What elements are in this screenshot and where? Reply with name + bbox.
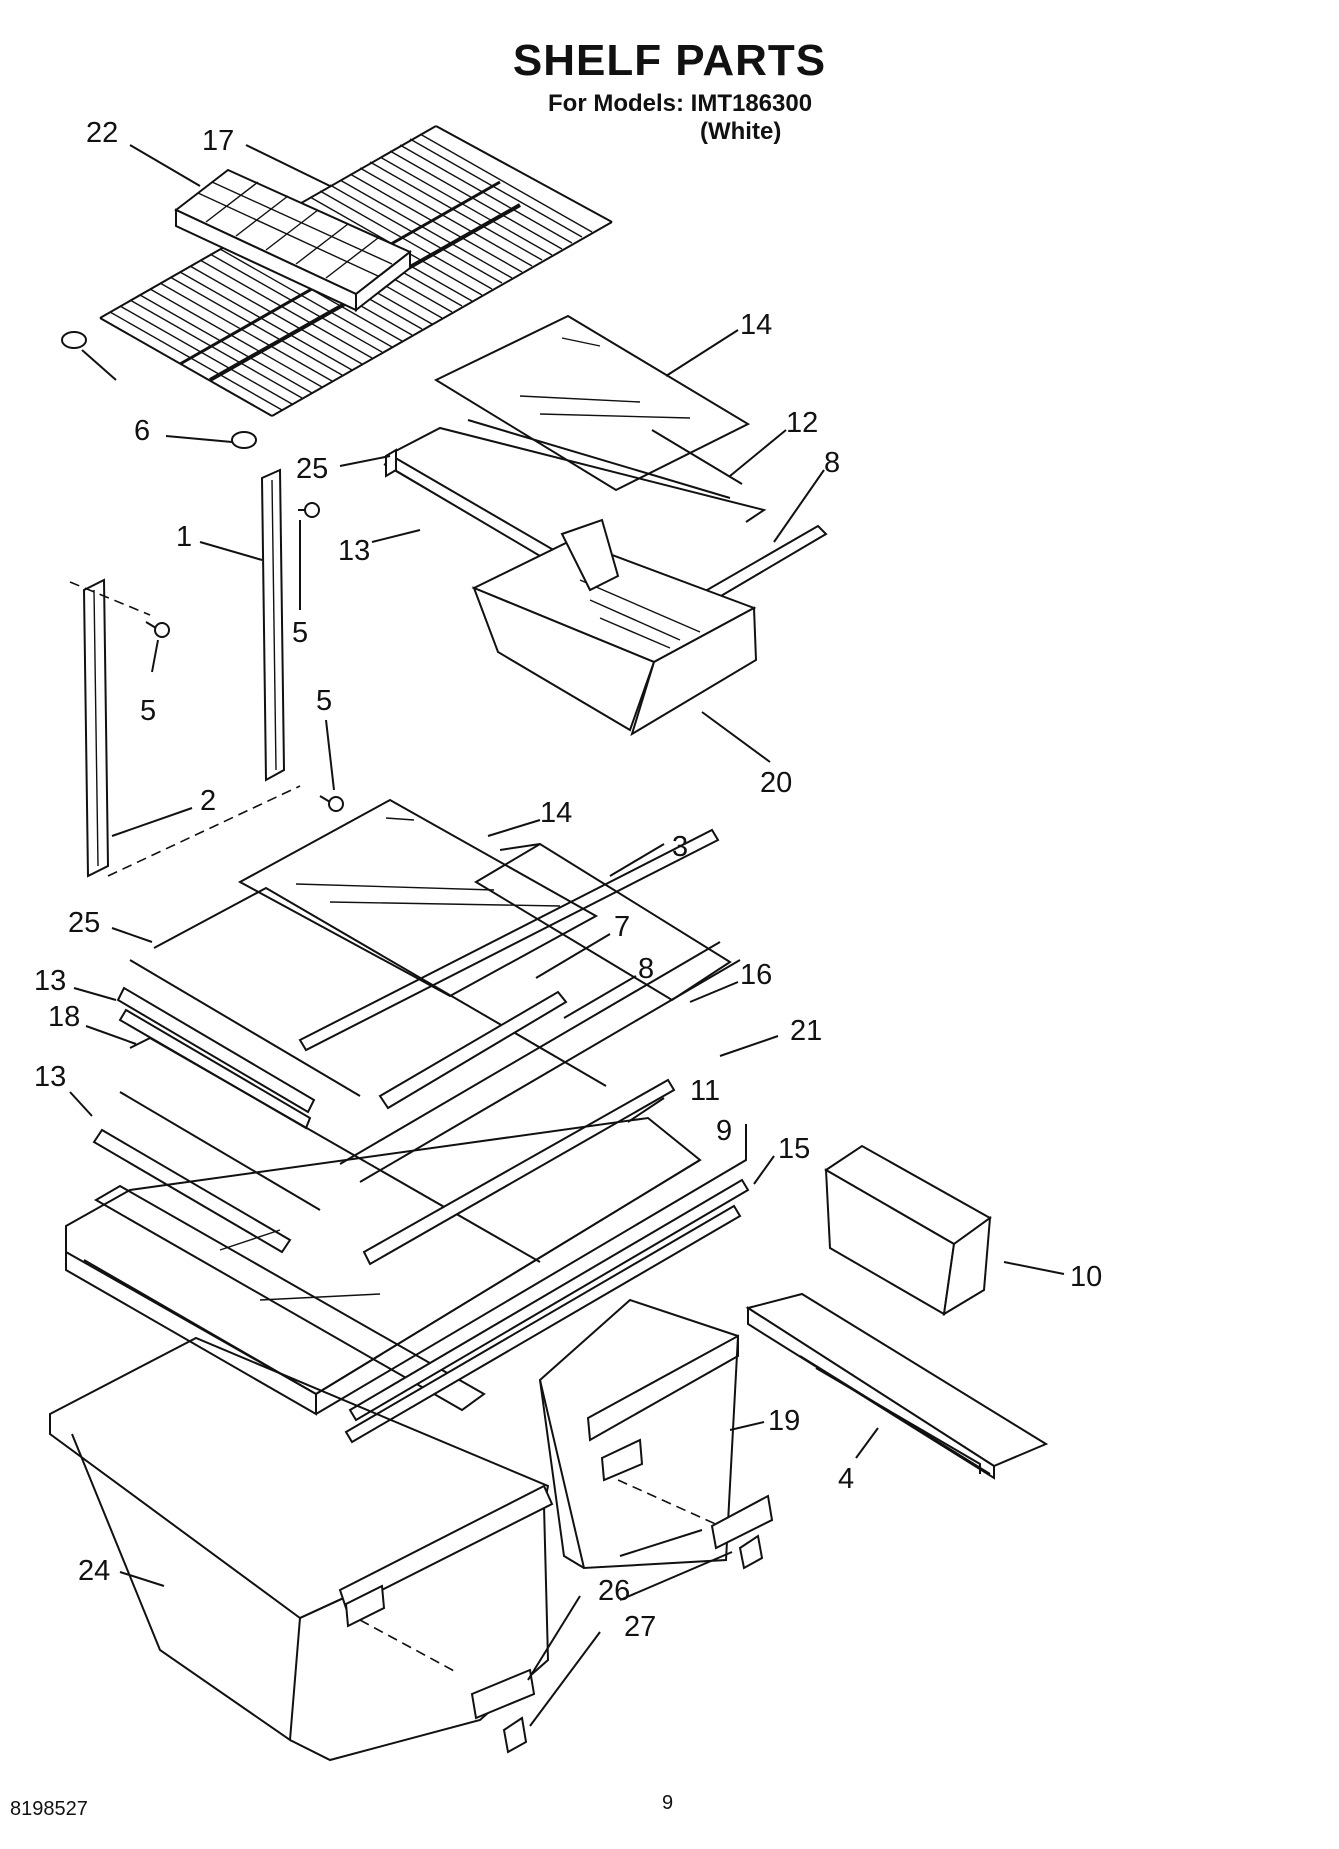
callout-24: 24 [78,1555,110,1587]
models-line: For Models: IMT186300 [548,90,813,117]
callout-21: 21 [790,1015,822,1047]
crisper-cover [65,1116,750,1444]
callout-16: 16 [740,959,772,991]
document-number: 8198527 [10,1798,88,1820]
callout-2: 2 [200,785,216,817]
callout-13-lower: 13 [34,1061,66,1093]
callout-13-middle: 13 [34,965,66,997]
screw [145,621,170,638]
callout-6: 6 [134,415,150,447]
callout-27: 27 [624,1611,656,1643]
wire-shelf [99,125,613,417]
screw [319,795,344,812]
meat-drawer [471,518,758,737]
dairy-bin [824,1144,992,1316]
callout-12: 12 [786,407,818,439]
glass-shelf-lower [237,798,599,998]
screw [298,502,320,518]
callout-5-left: 5 [140,695,156,727]
callout-19: 19 [768,1405,800,1437]
glass-panel-3 [474,842,732,1002]
glass-shelf-upper [433,314,751,492]
callout-25-lower: 25 [68,907,100,939]
callout-20: 20 [760,767,792,799]
callout-8-upper: 8 [824,447,840,479]
shelf-frame-lower [92,828,741,1412]
variant-line: (White) [700,118,782,145]
page-number: 9 [662,1792,674,1814]
callout-14-upper: 14 [740,309,772,341]
callout-7: 7 [614,911,630,943]
callout-15: 15 [778,1133,810,1165]
callout-13-upper: 13 [338,535,370,567]
callout-10: 10 [1070,1261,1102,1293]
shelf-support-left [82,578,110,878]
callout-4: 4 [838,1463,854,1495]
callout-numbers: 22 17 14 6 25 12 8 1 13 5 5 5 20 2 14 3 … [34,117,1102,1643]
callout-1: 1 [176,521,192,553]
callout-26: 26 [598,1575,630,1607]
ice-cube-tray [174,168,412,313]
crisper-drawer-left [49,1336,721,1762]
callout-5-right: 5 [292,617,308,649]
callout-leaders [69,144,1065,1727]
callout-14-lower: 14 [540,797,572,829]
callout-9: 9 [716,1115,732,1147]
drawer-rail [745,1292,1049,1480]
callout-25-upper: 25 [296,453,328,485]
crisper-drawer-right [538,1298,740,1570]
callout-18: 18 [48,1001,80,1033]
callout-11: 11 [690,1075,720,1107]
page-title: SHELF PARTS [512,36,827,85]
callout-22: 22 [86,117,118,149]
callout-3: 3 [672,831,688,863]
callout-8-lower: 8 [638,953,654,985]
shelf-pin [231,431,257,449]
callout-17: 17 [202,125,234,157]
drawer-label-clip [470,1494,774,1720]
callout-5-lower: 5 [316,685,332,717]
shelf-pin [61,331,87,349]
drawer-slide-clip [502,1534,764,1754]
shelf-support-right [260,468,286,782]
